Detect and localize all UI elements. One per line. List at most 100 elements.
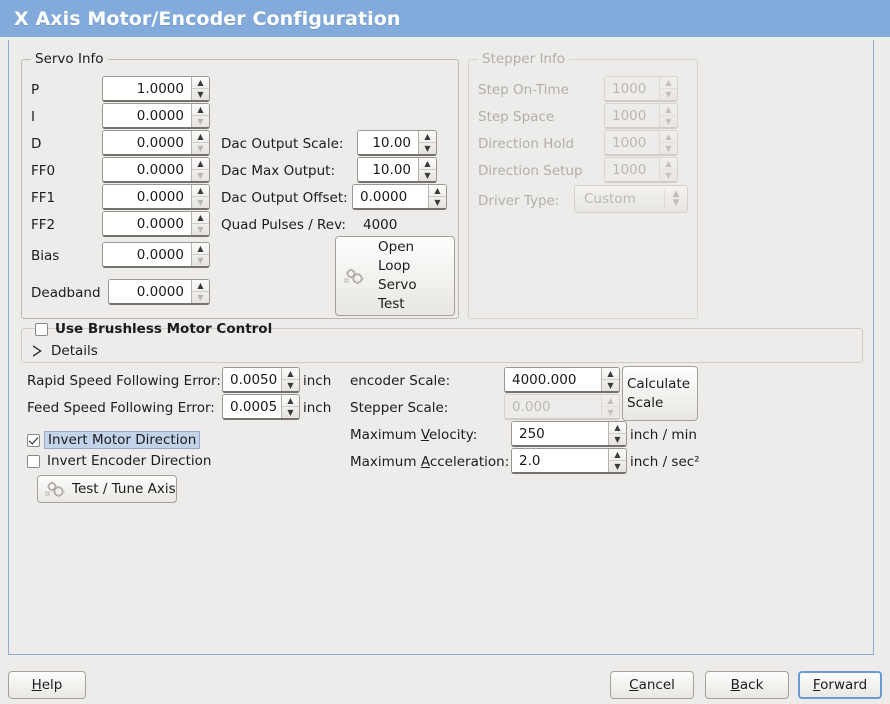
use-brushless-checkbox[interactable] bbox=[35, 322, 48, 336]
spin-down-icon[interactable]: ▼ bbox=[607, 380, 614, 390]
invert-encoder-direction-checkbox[interactable] bbox=[27, 454, 40, 468]
direction-hold-input: 1000 ▲ ▼ bbox=[604, 130, 678, 156]
servo-input-ff0[interactable]: 0.0000 ▲ ▼ bbox=[102, 157, 210, 183]
servo-input-deadband[interactable]: 0.0000 ▲ ▼ bbox=[108, 279, 210, 305]
rapid-following-error-value: 0.0050 bbox=[223, 368, 281, 391]
spin-up-icon[interactable]: ▲ bbox=[192, 131, 209, 143]
servo-value-i: 0.0000 bbox=[103, 104, 191, 127]
spin-up-icon[interactable]: ▲ bbox=[192, 243, 209, 255]
open-loop-servo-test-button[interactable]: Open Loop Servo Test bbox=[335, 236, 455, 316]
servo-input-d[interactable]: 0.0000 ▲ ▼ bbox=[102, 130, 210, 156]
back-button[interactable]: Back bbox=[705, 671, 789, 699]
spin-up-icon[interactable]: ▲ bbox=[419, 131, 436, 143]
dac-output-offset-spinner[interactable]: ▲ ▼ bbox=[428, 185, 446, 208]
spin-up-icon[interactable]: ▲ bbox=[429, 185, 446, 197]
spin-down-icon[interactable]: ▼ bbox=[424, 170, 431, 180]
servo-spinner-i[interactable]: ▲ ▼ bbox=[191, 104, 209, 127]
forward-button[interactable]: Forward bbox=[798, 671, 882, 699]
invert-motor-direction-row[interactable]: Invert Motor Direction bbox=[27, 431, 201, 449]
help-button[interactable]: Help bbox=[8, 671, 86, 699]
spin-down-icon[interactable]: ▼ bbox=[287, 380, 294, 390]
calculate-scale-line-2: Scale bbox=[627, 394, 664, 411]
servo-input-ff1[interactable]: 0.0000 ▲ ▼ bbox=[102, 184, 210, 210]
spin-down-icon[interactable]: ▼ bbox=[197, 255, 204, 265]
direction-hold-spinner: ▲ ▼ bbox=[659, 131, 677, 154]
rapid-following-error-input[interactable]: 0.0050 ▲ ▼ bbox=[222, 367, 300, 393]
servo-spinner-p[interactable]: ▲ ▼ bbox=[191, 77, 209, 100]
spin-down-icon[interactable]: ▼ bbox=[197, 143, 204, 153]
servo-spinner-ff1[interactable]: ▲ ▼ bbox=[191, 185, 209, 208]
spin-up-icon[interactable]: ▲ bbox=[192, 280, 209, 292]
servo-input-ff2[interactable]: 0.0000 ▲ ▼ bbox=[102, 211, 210, 237]
calculate-scale-button[interactable]: Calculate Scale bbox=[622, 366, 698, 421]
spin-up-icon[interactable]: ▲ bbox=[282, 395, 299, 407]
spin-up-icon[interactable]: ▲ bbox=[602, 368, 619, 380]
feed-following-error-spinner[interactable]: ▲ ▼ bbox=[281, 395, 299, 418]
spin-down-icon[interactable]: ▼ bbox=[197, 197, 204, 207]
maximum-acceleration-input[interactable]: 2.0 ▲ ▼ bbox=[511, 448, 627, 474]
cancel-button[interactable]: Cancel bbox=[610, 671, 694, 699]
invert-encoder-direction-row[interactable]: Invert Encoder Direction bbox=[27, 453, 211, 469]
spin-up-icon[interactable]: ▲ bbox=[609, 449, 626, 461]
spin-down-icon[interactable]: ▼ bbox=[197, 170, 204, 180]
step-space-label: Step Space bbox=[478, 109, 555, 125]
servo-spinner-bias[interactable]: ▲ ▼ bbox=[191, 243, 209, 266]
dac-output-scale-label: Dac Output Scale: bbox=[221, 136, 344, 152]
configuration-panel: Servo Info P I D FF0 FF1 FF2 Bias Deadba… bbox=[8, 40, 874, 655]
servo-input-i[interactable]: 0.0000 ▲ ▼ bbox=[102, 103, 210, 129]
servo-label-ff1: FF1 bbox=[31, 190, 56, 206]
dac-max-output-input[interactable]: 10.00 ▲ ▼ bbox=[357, 157, 437, 183]
spin-up-icon[interactable]: ▲ bbox=[282, 368, 299, 380]
servo-spinner-ff0[interactable]: ▲ ▼ bbox=[191, 158, 209, 181]
use-brushless-label: Use Brushless Motor Control bbox=[55, 321, 273, 337]
dac-max-output-spinner[interactable]: ▲ ▼ bbox=[418, 158, 436, 181]
maximum-acceleration-label: Maximum Acceleration: bbox=[350, 454, 509, 470]
servo-spinner-d[interactable]: ▲ ▼ bbox=[191, 131, 209, 154]
max-velocity-label-post: elocity: bbox=[429, 427, 478, 443]
encoder-scale-spinner[interactable]: ▲ ▼ bbox=[601, 368, 619, 391]
spin-down-icon: ▼ bbox=[607, 407, 614, 417]
servo-input-p[interactable]: 1.0000 ▲ ▼ bbox=[102, 76, 210, 102]
spin-down-icon[interactable]: ▼ bbox=[614, 434, 621, 444]
spin-up-icon[interactable]: ▲ bbox=[609, 422, 626, 434]
servo-spinner-ff2[interactable]: ▲ ▼ bbox=[191, 212, 209, 235]
spin-down-icon[interactable]: ▼ bbox=[197, 116, 204, 126]
stepper-info-legend: Stepper Info bbox=[478, 51, 570, 67]
dac-output-offset-input[interactable]: 0.0000 ▲ ▼ bbox=[352, 184, 447, 210]
spin-up-icon[interactable]: ▲ bbox=[192, 104, 209, 116]
use-brushless-motor-control-row[interactable]: Use Brushless Motor Control bbox=[35, 321, 272, 337]
spin-down-icon[interactable]: ▼ bbox=[197, 224, 204, 234]
invert-motor-direction-checkbox[interactable] bbox=[27, 433, 40, 447]
spin-down-icon[interactable]: ▼ bbox=[614, 461, 621, 471]
servo-spinner-deadband[interactable]: ▲ ▼ bbox=[191, 280, 209, 303]
maximum-velocity-input[interactable]: 250 ▲ ▼ bbox=[511, 421, 627, 447]
rapid-following-error-spinner[interactable]: ▲ ▼ bbox=[281, 368, 299, 391]
encoder-scale-label: encoder Scale: bbox=[350, 373, 451, 389]
maximum-velocity-spinner[interactable]: ▲ ▼ bbox=[608, 422, 626, 445]
servo-input-bias[interactable]: 0.0000 ▲ ▼ bbox=[102, 242, 210, 268]
servo-value-p: 1.0000 bbox=[103, 77, 191, 100]
details-expander[interactable]: Details bbox=[33, 343, 98, 359]
spin-up-icon[interactable]: ▲ bbox=[419, 158, 436, 170]
spin-up-icon[interactable]: ▲ bbox=[192, 212, 209, 224]
feed-following-error-value: 0.0005 bbox=[223, 395, 281, 418]
step-on-time-label: Step On-Time bbox=[478, 82, 569, 98]
spin-down-icon[interactable]: ▼ bbox=[197, 292, 204, 302]
feed-following-error-input[interactable]: 0.0005 ▲ ▼ bbox=[222, 394, 300, 420]
dac-output-scale-input[interactable]: 10.00 ▲ ▼ bbox=[357, 130, 437, 156]
spin-down-icon[interactable]: ▼ bbox=[197, 89, 204, 99]
test-tune-axis-button[interactable]: Test / Tune Axis bbox=[37, 475, 177, 503]
maximum-acceleration-spinner[interactable]: ▲ ▼ bbox=[608, 449, 626, 472]
spin-down-icon[interactable]: ▼ bbox=[287, 407, 294, 417]
spin-up-icon[interactable]: ▲ bbox=[192, 77, 209, 89]
dac-output-scale-spinner[interactable]: ▲ ▼ bbox=[418, 131, 436, 154]
servo-label-p: P bbox=[31, 82, 40, 98]
spin-down-icon[interactable]: ▼ bbox=[434, 197, 441, 207]
direction-setup-spinner: ▲ ▼ bbox=[659, 158, 677, 181]
spin-up-icon[interactable]: ▲ bbox=[192, 158, 209, 170]
encoder-scale-input[interactable]: 4000.000 ▲ ▼ bbox=[504, 367, 620, 393]
spin-down-icon[interactable]: ▼ bbox=[424, 143, 431, 153]
spin-up-icon[interactable]: ▲ bbox=[192, 185, 209, 197]
invert-motor-direction-label: Invert Motor Direction bbox=[44, 431, 201, 449]
quad-pulses-value: 4000 bbox=[363, 217, 398, 233]
